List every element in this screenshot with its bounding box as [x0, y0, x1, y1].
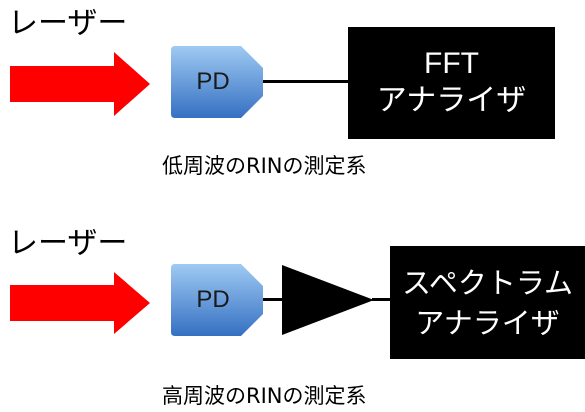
spectrum-analyzer-line1: スペクトラム: [401, 265, 574, 300]
bottom-laser-arrow-icon: [10, 272, 150, 334]
top-laser-label: レーザー: [8, 6, 128, 41]
spectrum-analyzer-line2: アナライザ: [415, 305, 560, 340]
fft-analyzer-line1: FFT: [424, 47, 479, 80]
top-photodetector: [171, 46, 263, 118]
fft-analyzer-box: FFT アナライザ: [348, 27, 555, 139]
spectrum-analyzer-box: スペクトラム アナライザ: [390, 246, 585, 359]
top-pd-label: PD: [196, 68, 230, 95]
bottom-laser-label: レーザー: [8, 226, 128, 261]
bottom-signal-line-in: [263, 298, 283, 301]
top-signal-line: [263, 80, 349, 83]
bottom-signal-line-out: [372, 298, 392, 301]
bottom-photodetector: [171, 264, 263, 336]
top-laser-arrow-icon: [10, 52, 150, 116]
amplifier-icon: [282, 265, 374, 335]
fft-analyzer-line2: アナライザ: [376, 83, 527, 118]
bottom-caption: 高周波のRINの測定系: [162, 384, 367, 408]
bottom-pd-label: PD: [196, 286, 230, 313]
top-caption: 低周波のRINの測定系: [162, 154, 367, 178]
